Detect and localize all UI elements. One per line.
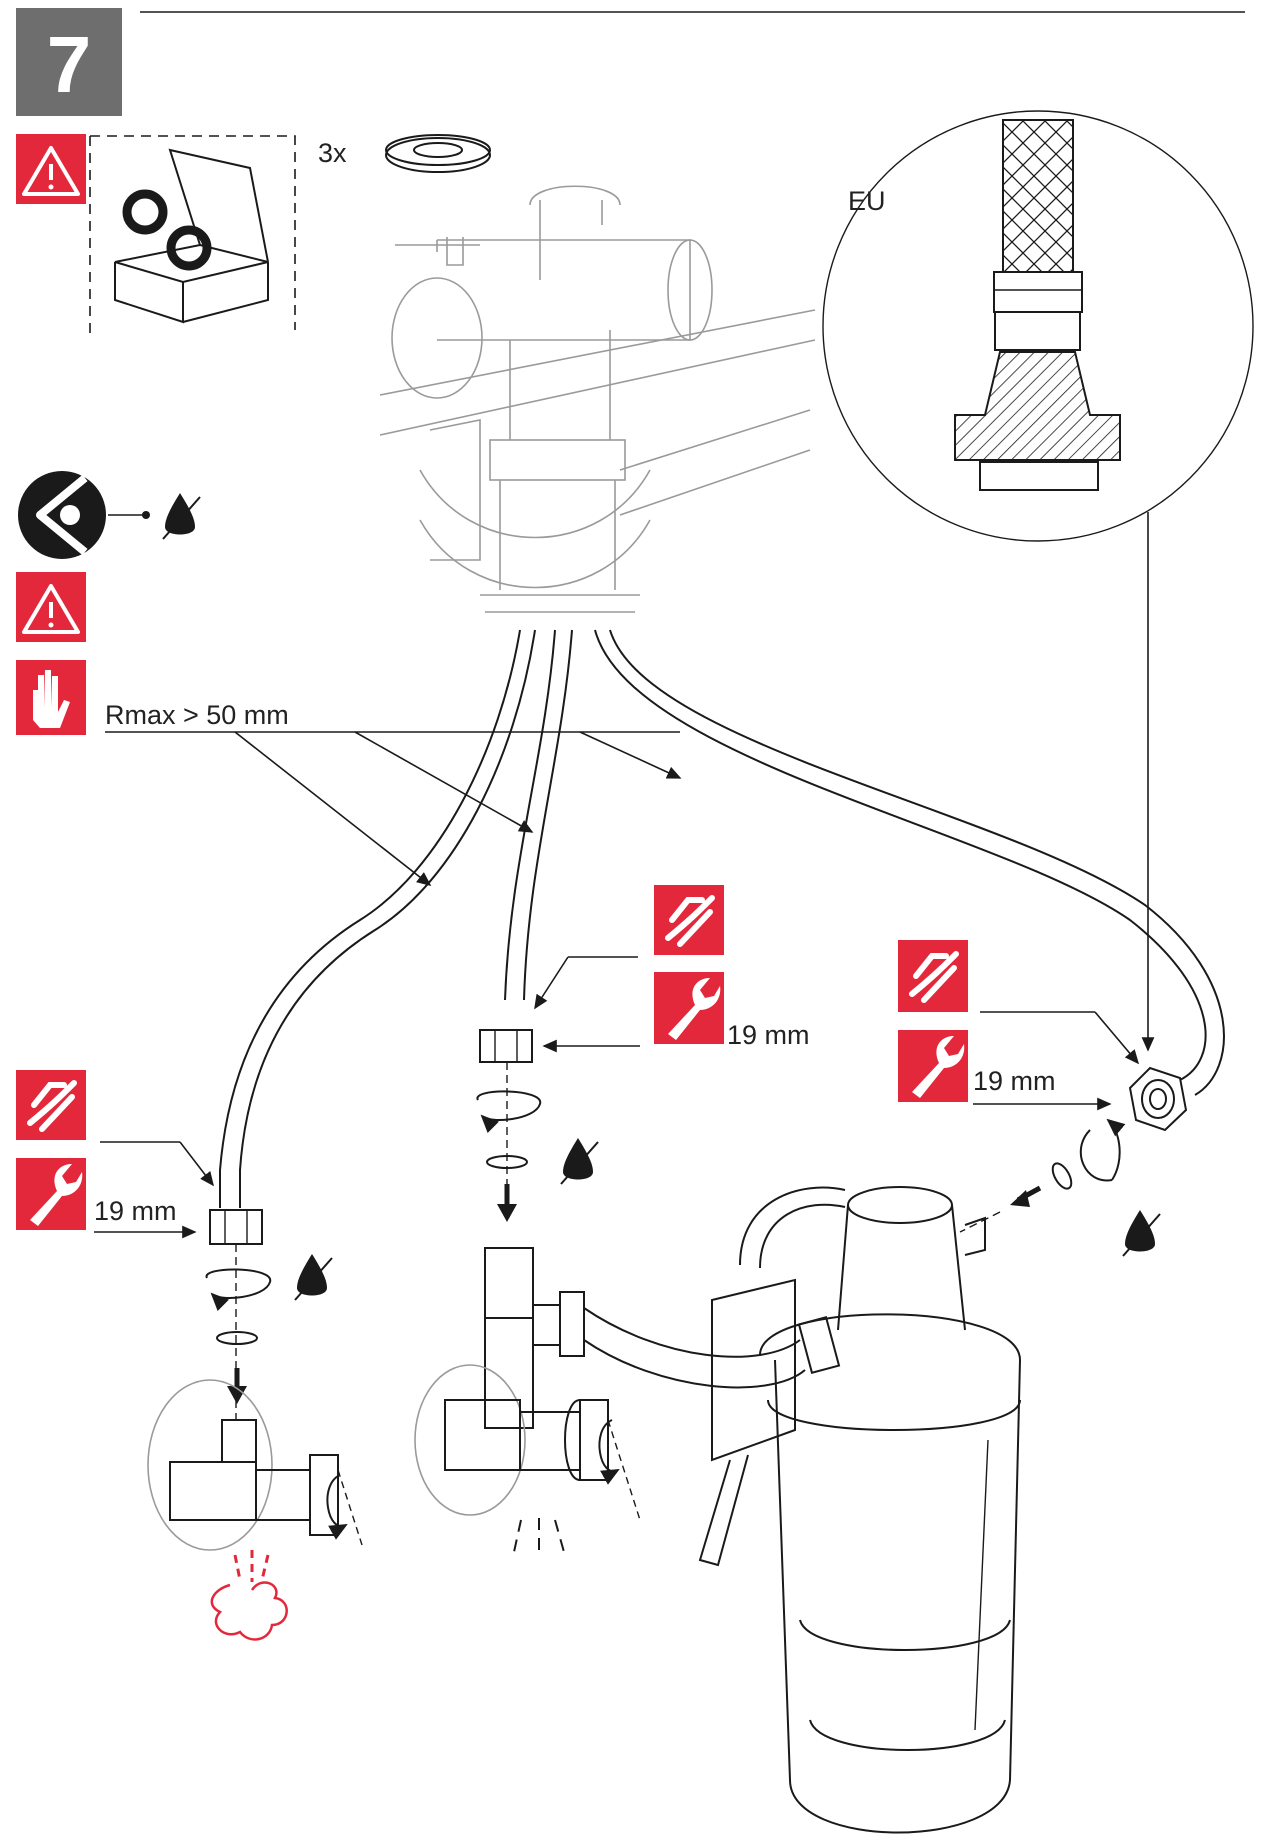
wrench-size-center: 19 mm: [727, 1020, 810, 1050]
water-filter-cartridge: [698, 1186, 1021, 1834]
hand-tighten-icon: [898, 940, 968, 1012]
wrench-icon: [898, 1030, 968, 1102]
no-drip-icon: [1122, 1210, 1161, 1257]
no-drip-icon: [162, 493, 201, 540]
eu-detail-callout: EU: [822, 110, 1254, 1052]
hand-icon: [16, 660, 86, 735]
wrench-icon: [654, 972, 724, 1044]
eye-icon: [18, 471, 106, 559]
hand-tighten-icon: [16, 1070, 86, 1140]
hand-tighten-icon: [654, 885, 724, 955]
wrench-size-left: 19 mm: [94, 1196, 177, 1226]
steam-icon: [210, 1550, 288, 1641]
washer-icon: [385, 134, 491, 173]
angle-valve-left: [147, 1379, 363, 1551]
faucet: [379, 185, 816, 613]
wrench-size-right: 19 mm: [973, 1066, 1056, 1096]
no-drip-icon: [560, 1138, 599, 1185]
washer-count-label: 3x: [318, 138, 347, 168]
water-spray-icon: [513, 1518, 565, 1556]
angle-valve-center: [414, 1247, 806, 1521]
warning-icon: [16, 572, 86, 642]
step-number: 7: [47, 20, 92, 109]
rotate-arrow-icon: [1079, 1120, 1120, 1182]
no-drip-icon: [294, 1254, 333, 1301]
bend-radius-label: Rmax > 50 mm: [105, 700, 289, 730]
eu-label: EU: [848, 186, 886, 216]
callout-frame: [90, 135, 296, 330]
open-box-icon: [114, 148, 269, 324]
rotate-arrow-icon: [476, 1090, 542, 1133]
step-badge: 7: [16, 8, 122, 116]
rotate-arrow-icon: [205, 1268, 272, 1311]
warning-icon: [16, 134, 86, 204]
hoses: [219, 629, 1225, 1208]
wrench-icon: [16, 1158, 86, 1230]
hose-nut-right: [1128, 1066, 1188, 1132]
